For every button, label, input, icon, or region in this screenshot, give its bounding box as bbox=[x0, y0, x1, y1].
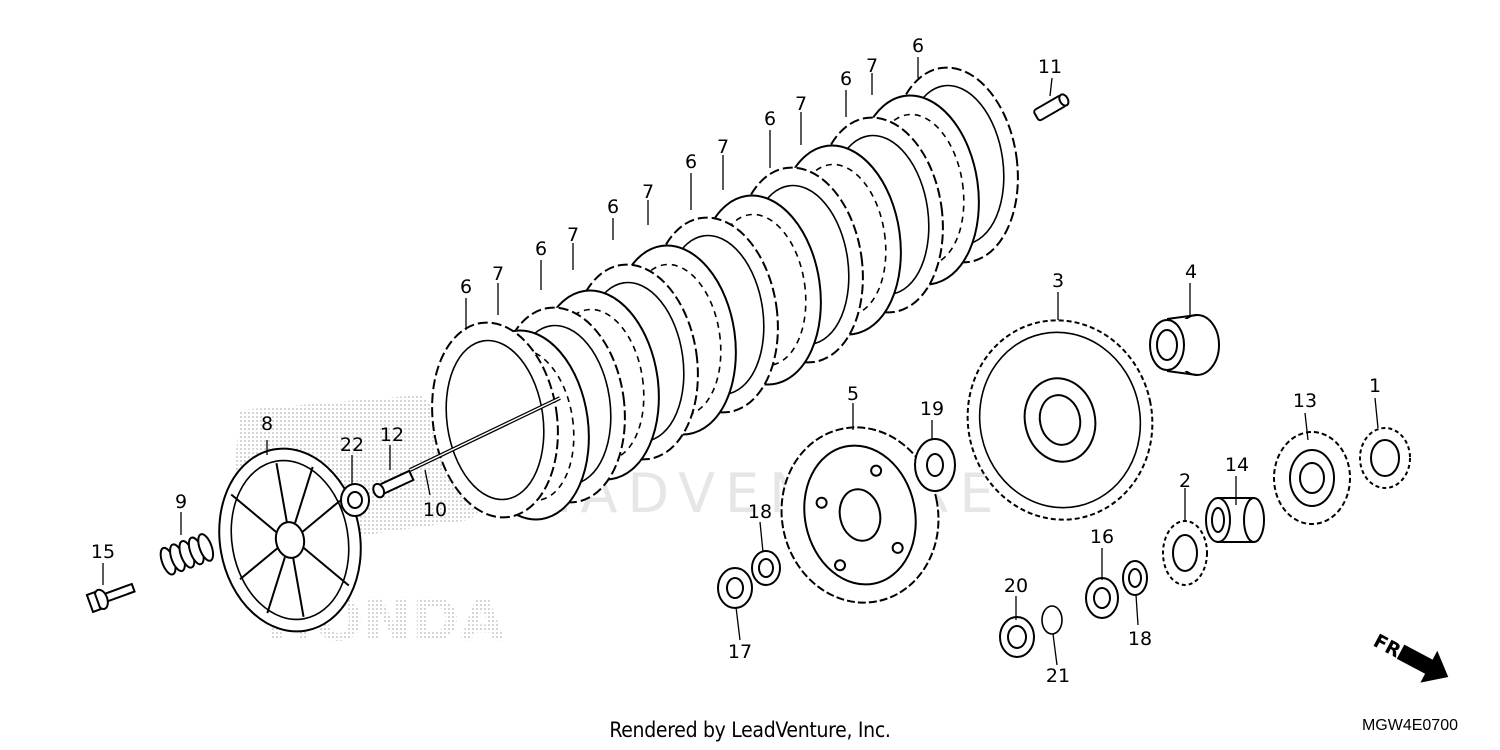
snap-ring-21 bbox=[1041, 605, 1063, 635]
callout-2: 2 bbox=[1179, 470, 1191, 492]
callout-6: 6 bbox=[460, 276, 472, 298]
callout-6: 6 bbox=[764, 108, 776, 130]
flange-bolt bbox=[85, 582, 136, 614]
callout-15: 15 bbox=[91, 541, 115, 563]
callout-6: 6 bbox=[535, 238, 547, 260]
leader-lines bbox=[102, 57, 1379, 666]
lock-nut-17 bbox=[717, 567, 753, 609]
washer-19 bbox=[914, 438, 956, 492]
callout-18: 18 bbox=[748, 501, 772, 523]
callout-11: 11 bbox=[1038, 56, 1062, 78]
clutch-center bbox=[780, 426, 940, 604]
callout-6: 6 bbox=[607, 196, 619, 218]
gear-13 bbox=[1273, 431, 1351, 525]
washer-18-right bbox=[1122, 560, 1148, 596]
spline-collar-1 bbox=[1359, 427, 1411, 489]
render-credit: Rendered by LeadVenture, Inc. bbox=[609, 718, 891, 742]
callout-7: 7 bbox=[492, 263, 504, 285]
friction-disk-6 bbox=[431, 321, 559, 519]
callout-4: 4 bbox=[1185, 261, 1197, 283]
diagram-code: MGW4E0700 bbox=[1361, 717, 1458, 734]
callout-9: 9 bbox=[175, 491, 187, 513]
collar-12 bbox=[372, 469, 415, 499]
collar-4 bbox=[1149, 314, 1220, 376]
callout-7: 7 bbox=[866, 55, 878, 77]
callout-6: 6 bbox=[912, 35, 924, 57]
callout-22: 22 bbox=[340, 434, 364, 456]
callout-1: 1 bbox=[1369, 375, 1381, 397]
callout-3: 3 bbox=[1052, 270, 1064, 292]
callout-6: 6 bbox=[685, 151, 697, 173]
callout-18: 18 bbox=[1128, 628, 1152, 650]
callout-7: 7 bbox=[795, 93, 807, 115]
lock-nut-16 bbox=[1085, 577, 1119, 619]
callout-21: 21 bbox=[1046, 665, 1070, 687]
bearing-22 bbox=[340, 483, 370, 517]
callout-12: 12 bbox=[380, 424, 404, 446]
callout-16: 16 bbox=[1090, 526, 1114, 548]
clutch-plate-stack bbox=[431, 66, 1019, 521]
callout-13: 13 bbox=[1293, 390, 1317, 412]
callout-17: 17 bbox=[728, 641, 752, 663]
callout-5: 5 bbox=[847, 383, 859, 405]
callout-7: 7 bbox=[567, 224, 579, 246]
washer-18-left bbox=[751, 550, 781, 586]
clutch-outer bbox=[966, 319, 1154, 521]
callout-19: 19 bbox=[920, 398, 944, 420]
bearing-20 bbox=[999, 616, 1035, 658]
pin-11 bbox=[1033, 93, 1070, 122]
callout-14: 14 bbox=[1225, 454, 1249, 476]
callout-10: 10 bbox=[423, 499, 447, 521]
front-arrow-icon bbox=[1396, 644, 1449, 683]
callout-20: 20 bbox=[1004, 575, 1028, 597]
callout-7: 7 bbox=[717, 136, 729, 158]
callout-7: 7 bbox=[642, 181, 654, 203]
gear-2 bbox=[1162, 520, 1208, 586]
clutch-spring bbox=[159, 533, 215, 576]
pressure-plate bbox=[218, 447, 362, 633]
callout-labels: 1 2 3 4 5 6 6 6 6 6 6 6 7 7 7 7 7 7 8 9 … bbox=[91, 35, 1381, 687]
callout-8: 8 bbox=[261, 413, 273, 435]
needle-bearing-14 bbox=[1205, 497, 1265, 543]
callout-6: 6 bbox=[840, 68, 852, 90]
